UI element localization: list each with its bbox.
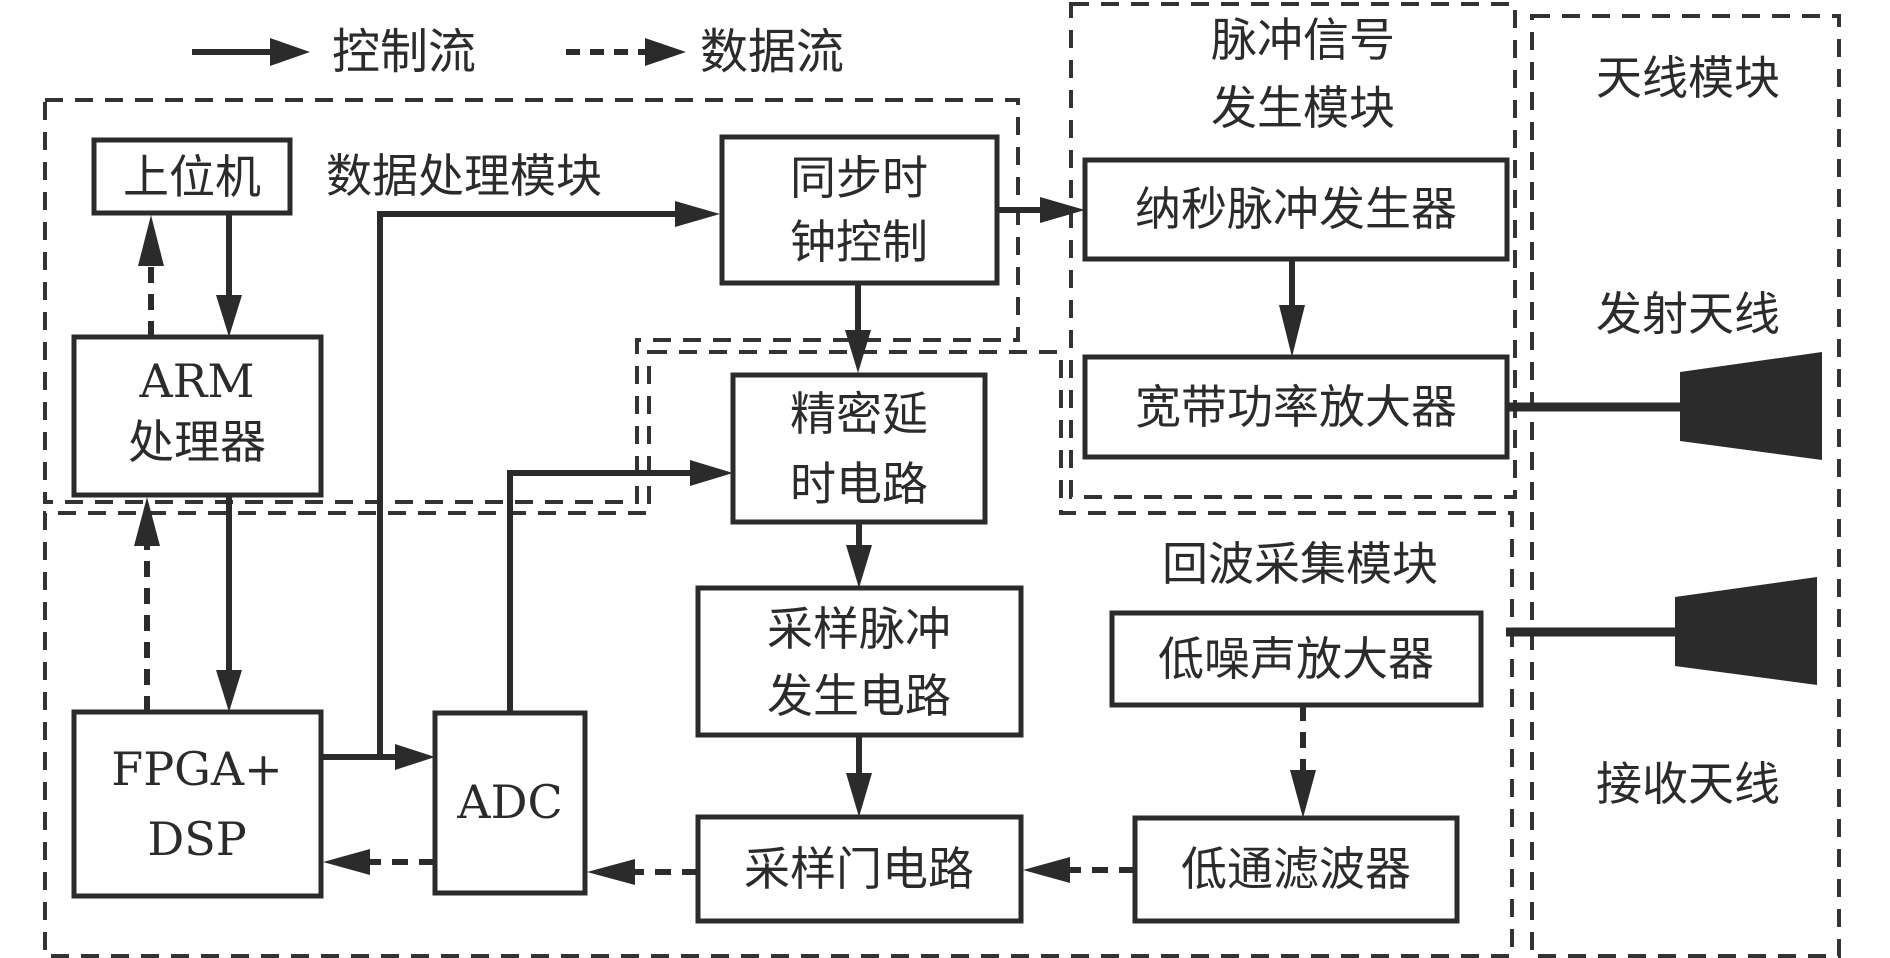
legend-data-flow-label: 数据流 — [700, 24, 844, 80]
block-ns-pulse-generator[interactable]: 纳秒脉冲发生器 — [1082, 157, 1510, 262]
block-precision-delay-label-1: 精密延 — [790, 387, 928, 441]
arrow-host-to-arm — [216, 213, 242, 337]
block-fpga-label-1: FPGA+ — [111, 742, 282, 796]
module-label-antenna: 天线模块 — [1596, 51, 1780, 105]
module-label-pulse-generation-2: 发生模块 — [1211, 81, 1395, 135]
tx-antenna-label: 发射天线 — [1596, 287, 1780, 341]
arrow-sync-to-ns-pulse — [997, 197, 1085, 223]
block-fpga-label-2: DSP — [147, 812, 246, 866]
module-pulse-generation-boundary — [1069, 2, 1517, 499]
arrow-ns-pulse-to-pa — [1279, 259, 1305, 357]
module-label-pulse-generation-1: 脉冲信号 — [1211, 13, 1395, 67]
arrow-lna-to-lpf-data — [1290, 705, 1316, 818]
block-precision-delay-label-2: 时电路 — [790, 457, 928, 511]
block-sampling-pulse-label-2: 发生电路 — [767, 669, 951, 723]
arrow-lpf-to-gate-data — [1023, 857, 1135, 883]
arrow-arm-to-fpga — [216, 495, 242, 712]
block-adc-label: ADC — [456, 775, 562, 829]
rx-antenna-label: 接收天线 — [1596, 757, 1780, 811]
module-echo-acquisition-boundary — [43, 350, 1514, 958]
legend-control-flow-label: 控制流 — [332, 24, 476, 80]
arrow-fpga-to-arm-data — [134, 497, 160, 712]
arrow-fpga-to-adc — [321, 744, 435, 770]
module-label-data-processing: 数据处理模块 — [326, 149, 602, 203]
block-fpga-dsp[interactable]: FPGA+ DSP — [71, 709, 324, 899]
block-sync-clock-label-2: 钟控制 — [790, 215, 928, 269]
block-wideband-pa-label: 宽带功率放大器 — [1135, 380, 1457, 434]
block-wideband-power-amplifier[interactable]: 宽带功率放大器 — [1082, 354, 1510, 460]
block-sampling-pulse-generator[interactable]: 采样脉冲 发生电路 — [695, 585, 1024, 738]
module-antenna-boundary — [1530, 14, 1841, 958]
arrow-gate-to-adc-data — [587, 859, 698, 885]
block-lna-label: 低噪声放大器 — [1158, 632, 1434, 686]
arrow-adc-to-fpga-data — [323, 849, 435, 875]
block-sync-clock-label-1: 同步时 — [790, 151, 928, 205]
tx-antenna-icon — [1507, 352, 1822, 460]
block-arm-processor[interactable]: ARM 处理器 — [71, 334, 324, 498]
arrow-sync-to-delay — [845, 283, 871, 373]
block-sampling-gate-label: 采样门电路 — [744, 842, 974, 896]
arrow-fpga-to-sync-clock — [377, 201, 720, 757]
arrow-delay-to-sampling-pulse — [846, 522, 872, 588]
block-low-noise-amplifier[interactable]: 低噪声放大器 — [1109, 610, 1484, 708]
legend: 控制流 数据流 — [192, 24, 844, 80]
block-sampling-gate[interactable]: 采样门电路 — [695, 814, 1024, 924]
module-data-processing-boundary — [43, 98, 1020, 504]
block-precision-delay[interactable]: 精密延 时电路 — [730, 372, 988, 525]
block-sync-clock-control[interactable]: 同步时 钟控制 — [719, 134, 1000, 286]
block-arm-label-1: ARM — [139, 354, 255, 408]
arrow-arm-to-host-data — [138, 215, 164, 337]
block-adc[interactable]: ADC — [432, 710, 588, 896]
legend-data-flow-arrow-icon — [566, 38, 686, 66]
legend-control-flow-arrow-icon — [192, 38, 310, 66]
block-host-pc[interactable]: 上位机 — [91, 137, 293, 216]
block-low-pass-filter[interactable]: 低通滤波器 — [1132, 815, 1460, 924]
arrow-adc-to-precision-delay — [507, 460, 733, 713]
block-arm-label-2: 处理器 — [128, 415, 266, 469]
arrow-sampling-pulse-to-gate — [846, 735, 872, 817]
module-label-echo-acquisition: 回波采集模块 — [1162, 537, 1438, 591]
block-lpf-label: 低通滤波器 — [1181, 842, 1411, 896]
block-host-pc-label: 上位机 — [123, 150, 261, 204]
block-sampling-pulse-label-1: 采样脉冲 — [767, 602, 951, 656]
rx-antenna-icon — [1506, 577, 1817, 685]
block-ns-pulse-label: 纳秒脉冲发生器 — [1135, 182, 1457, 236]
